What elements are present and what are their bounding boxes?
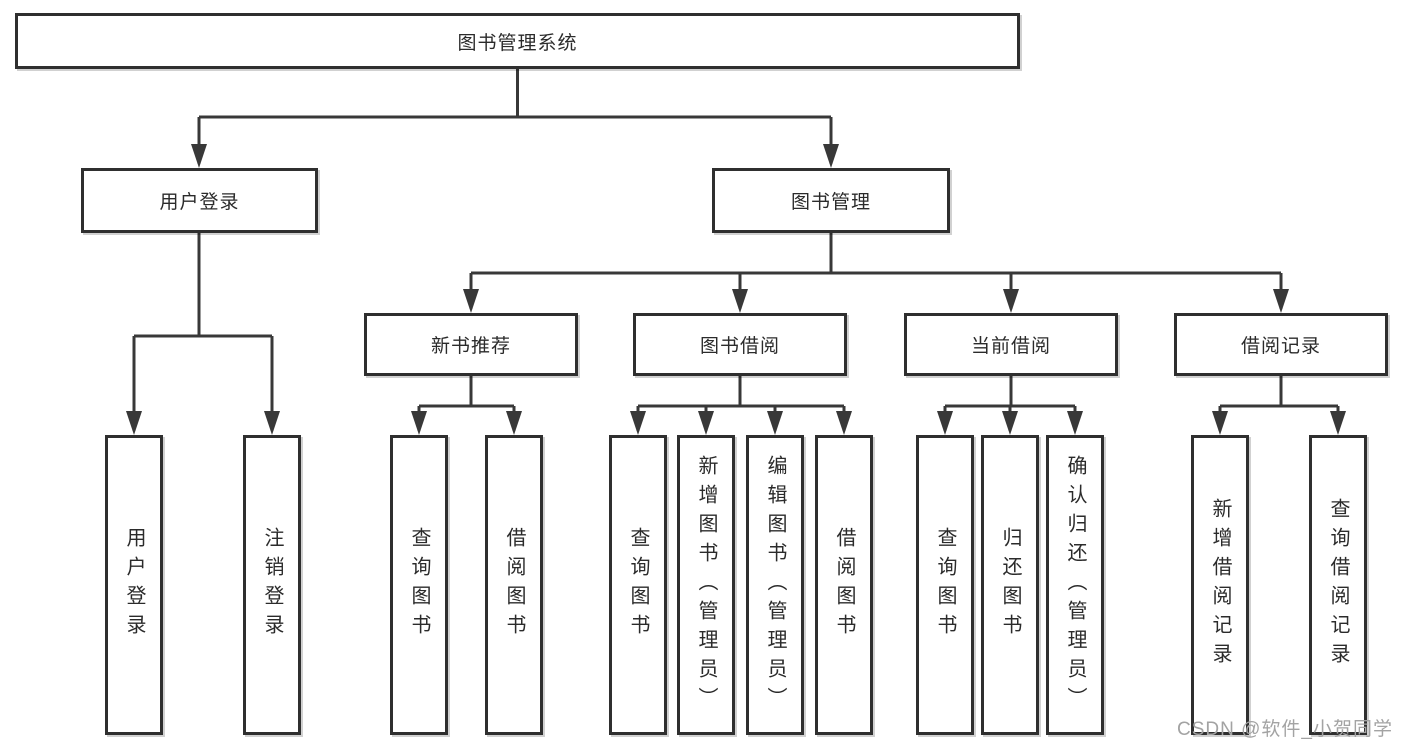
- node-new-book-recommend-label: 新书推荐: [430, 336, 511, 357]
- leaf-add-borrow-record: 新增借阅记录: [1191, 435, 1249, 735]
- leaf-borrow-books-recommend-label: 借阅图书: [503, 527, 525, 643]
- leaf-query-books-borrow-label: 查询图书: [627, 527, 649, 643]
- leaf-query-borrow-record-label: 查询借阅记录: [1327, 498, 1349, 672]
- leaf-confirm-return-admin-label: 确认归还（管理员）: [1064, 454, 1086, 716]
- leaf-borrow-books-label: 借阅图书: [833, 527, 855, 643]
- node-new-book-recommend: 新书推荐: [364, 313, 578, 376]
- leaf-add-borrow-record-label: 新增借阅记录: [1209, 498, 1231, 672]
- node-root-system: 图书管理系统: [15, 13, 1020, 69]
- leaf-edit-books-admin-label: 编辑图书（管理员）: [764, 454, 786, 716]
- leaf-edit-books-admin: 编辑图书（管理员）: [746, 435, 804, 735]
- leaf-add-books-admin: 新增图书（管理员）: [677, 435, 735, 735]
- node-borrow-records-label: 借阅记录: [1240, 336, 1321, 357]
- node-root-label: 图书管理系统: [457, 32, 578, 54]
- csdn-watermark: CSDN @软件_小贺同学: [1177, 719, 1393, 740]
- node-book-management-label: 图书管理: [790, 192, 871, 213]
- leaf-query-books-current: 查询图书: [916, 435, 974, 735]
- leaf-query-borrow-record: 查询借阅记录: [1309, 435, 1367, 735]
- leaf-query-books-recommend-label: 查询图书: [408, 527, 430, 643]
- leaf-borrow-books: 借阅图书: [815, 435, 873, 735]
- node-current-borrow: 当前借阅: [904, 313, 1118, 376]
- node-book-borrow-label: 图书借阅: [699, 336, 780, 357]
- leaf-add-books-admin-label: 新增图书（管理员）: [695, 454, 717, 716]
- leaf-query-books-borrow: 查询图书: [609, 435, 667, 735]
- node-current-borrow-label: 当前借阅: [970, 336, 1051, 357]
- leaf-user-login-label: 用户登录: [123, 527, 145, 643]
- node-book-management: 图书管理: [712, 168, 950, 233]
- leaf-logout: 注销登录: [243, 435, 301, 735]
- leaf-borrow-books-recommend: 借阅图书: [485, 435, 543, 735]
- node-borrow-records: 借阅记录: [1174, 313, 1388, 376]
- leaf-query-books-current-label: 查询图书: [934, 527, 956, 643]
- leaf-user-login: 用户登录: [105, 435, 163, 735]
- leaf-return-books-label: 归还图书: [999, 527, 1021, 643]
- node-user-login: 用户登录: [81, 168, 318, 233]
- leaf-confirm-return-admin: 确认归还（管理员）: [1046, 435, 1104, 735]
- leaf-query-books-recommend: 查询图书: [390, 435, 448, 735]
- node-book-borrow: 图书借阅: [633, 313, 847, 376]
- leaf-logout-label: 注销登录: [261, 527, 283, 643]
- node-user-login-label: 用户登录: [159, 192, 240, 213]
- leaf-return-books: 归还图书: [981, 435, 1039, 735]
